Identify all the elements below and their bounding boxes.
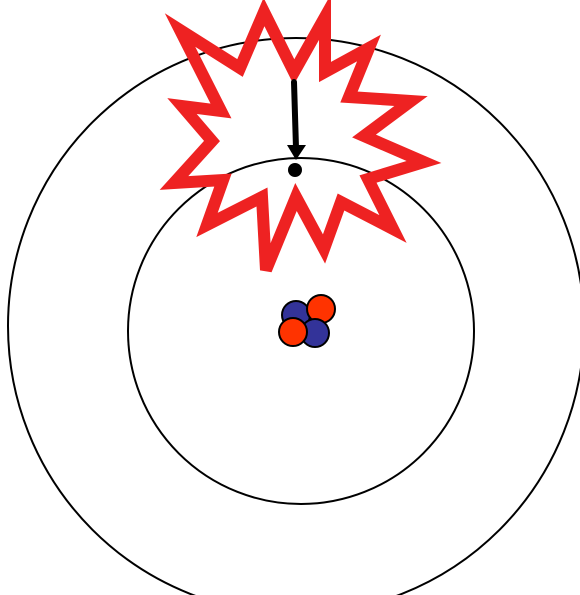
electron-dot	[288, 163, 302, 177]
down-arrow-icon	[294, 82, 296, 148]
nucleus	[279, 295, 335, 347]
proton	[279, 318, 307, 346]
explosion-burst-icon	[174, 12, 424, 270]
